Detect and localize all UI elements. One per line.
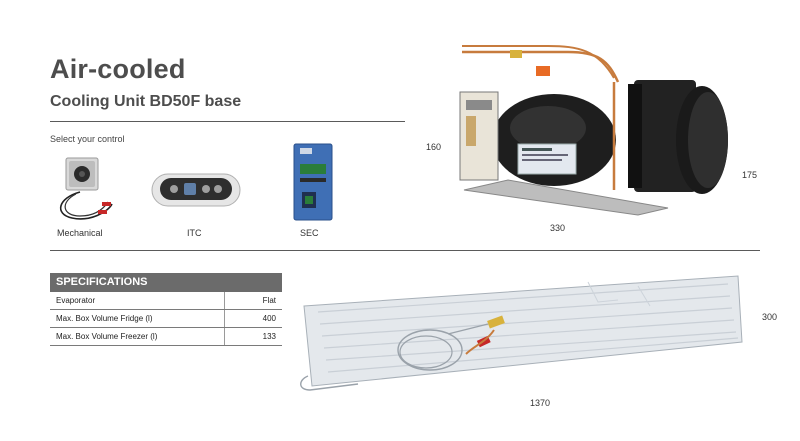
spec-row-fridge-volume: Max. Box Volume Fridge (l) 400 bbox=[50, 310, 282, 328]
dim-unit-width: 330 bbox=[550, 223, 566, 233]
specifications-heading: SPECIFICATIONS bbox=[50, 273, 282, 292]
dim-unit-depth: 175 bbox=[742, 170, 758, 180]
spec-label: Max. Box Volume Fridge (l) bbox=[56, 314, 153, 323]
control-mechanical-label: Mechanical bbox=[57, 228, 103, 238]
dim-plate-height: 300 bbox=[762, 312, 778, 322]
page-subtitle: Cooling Unit BD50F base bbox=[50, 93, 242, 110]
section-divider bbox=[50, 250, 760, 251]
control-prompt: Select your control bbox=[50, 134, 125, 144]
dim-unit-height: 160 bbox=[426, 142, 442, 152]
evaporator-plate-image bbox=[298, 272, 744, 394]
mechanical-thermostat-icon bbox=[60, 157, 113, 220]
sec-module-icon bbox=[293, 143, 333, 221]
specifications-table: SPECIFICATIONS Evaporator Flat Max. Box … bbox=[50, 273, 282, 346]
cooling-unit-image bbox=[448, 40, 740, 225]
control-sec-label: SEC bbox=[300, 228, 319, 238]
spec-value: Flat bbox=[224, 292, 282, 309]
spec-label: Evaporator bbox=[56, 296, 96, 305]
control-itc[interactable] bbox=[150, 168, 242, 212]
dim-plate-length: 1370 bbox=[530, 398, 551, 408]
compressor-unit-icon bbox=[459, 45, 728, 216]
page-title: Air-cooled bbox=[50, 54, 186, 84]
itc-panel-icon bbox=[151, 173, 241, 207]
control-mechanical[interactable] bbox=[50, 152, 116, 224]
spec-value: 400 bbox=[224, 310, 282, 327]
evaporator-plate-icon bbox=[300, 275, 743, 391]
spec-label: Max. Box Volume Freezer (l) bbox=[56, 332, 158, 341]
control-itc-label: ITC bbox=[187, 228, 202, 238]
spec-row-freezer-volume: Max. Box Volume Freezer (l) 133 bbox=[50, 328, 282, 346]
control-sec[interactable] bbox=[292, 142, 334, 222]
spec-value: 133 bbox=[224, 328, 282, 345]
title-divider bbox=[50, 121, 405, 122]
spec-row-evaporator: Evaporator Flat bbox=[50, 292, 282, 310]
